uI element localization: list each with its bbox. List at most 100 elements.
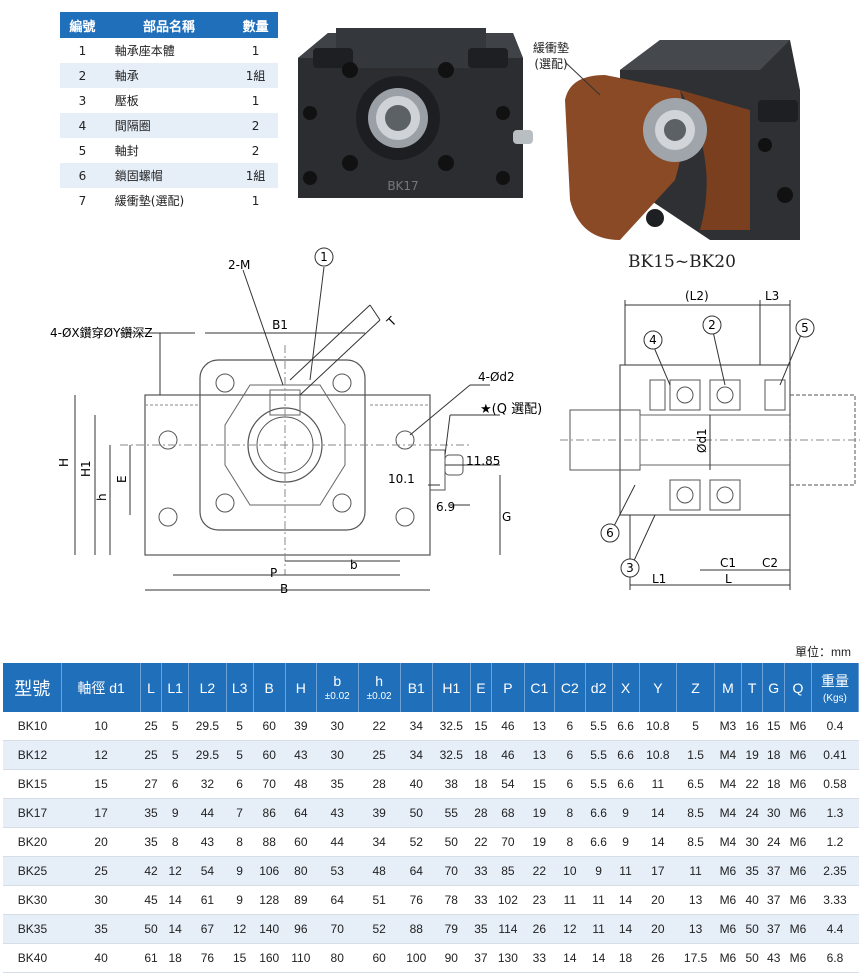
- spec-cell: 50: [432, 827, 471, 857]
- spec-cell: 20: [639, 914, 677, 944]
- spec-cell: 34: [400, 712, 433, 741]
- spec-cell: 1.3: [811, 798, 859, 828]
- spec-cell: 5: [161, 712, 189, 741]
- spec-cell: 12: [161, 856, 189, 886]
- spec-cell: 30: [61, 885, 141, 915]
- spec-cell: 17: [61, 798, 141, 828]
- spec-cell: 8: [226, 827, 254, 857]
- spec-cell: 10.8: [639, 740, 677, 770]
- spec-cell: 5: [226, 712, 254, 741]
- spec-cell: 26: [524, 914, 555, 944]
- spec-cell: 19: [524, 827, 555, 857]
- spec-cell: 25: [358, 740, 401, 770]
- spec-cell: 17.5: [676, 943, 715, 973]
- spec-cell: 4.4: [811, 914, 859, 944]
- spec-cell: 106: [253, 856, 286, 886]
- spec-cell: 16: [741, 712, 763, 741]
- spec-cell: 46: [491, 712, 525, 741]
- spec-cell: 10.8: [639, 712, 677, 741]
- spec-header: M: [714, 663, 742, 712]
- spec-cell: 86: [253, 798, 286, 828]
- spec-cell: 5.5: [585, 769, 613, 799]
- parts-cell-no: 2: [60, 63, 105, 88]
- spec-header-label: b: [333, 673, 342, 689]
- spec-cell: 5: [226, 740, 254, 770]
- spec-header: T: [741, 663, 764, 712]
- label-l: L: [725, 572, 732, 586]
- label-h: h: [95, 493, 109, 501]
- spec-header: L3: [226, 663, 254, 712]
- spec-cell: 10: [554, 856, 586, 886]
- spec-header: Z: [676, 663, 715, 712]
- spec-cell: 160: [253, 943, 286, 973]
- spec-cell: 130: [491, 943, 525, 973]
- spec-cell: 37: [470, 943, 492, 973]
- parts-cell-no: 5: [78, 143, 87, 158]
- spec-cell: 37: [762, 885, 785, 915]
- spec-cell: 35: [140, 798, 162, 828]
- spec-header-label: d2: [590, 679, 607, 696]
- spec-cell: 60: [253, 740, 286, 770]
- spec-cell: M6: [714, 856, 742, 886]
- label-2m: 2-M: [228, 258, 250, 272]
- spec-cell: M6: [714, 914, 742, 944]
- spec-cell: M6: [784, 885, 812, 915]
- model-cell: BK35: [3, 914, 62, 944]
- spec-header-label: 重量: [820, 673, 849, 689]
- spec-cell: 6.8: [811, 943, 859, 973]
- parts-cell-no: 7: [78, 193, 87, 208]
- spec-cell: 110: [285, 943, 317, 973]
- spec-cell: 18: [762, 740, 785, 770]
- spec-cell: 19: [741, 740, 763, 770]
- photo-caption: BK15~BK20: [628, 252, 736, 272]
- spec-cell: 38: [432, 769, 471, 799]
- spec-header: G: [762, 663, 785, 712]
- parts-header-name: 部品名稱: [104, 12, 234, 38]
- spec-cell: 42: [140, 856, 162, 886]
- spec-cell: 11: [676, 856, 715, 886]
- parts-cell-qty: 1: [251, 93, 260, 108]
- parts-cell-no: 1: [78, 43, 87, 58]
- spec-cell: 11: [612, 856, 639, 886]
- spec-header-label: B1: [407, 679, 425, 696]
- spec-header-label: L3: [231, 679, 248, 696]
- parts-cell-name: 緩衝墊(選配): [114, 194, 185, 208]
- spec-cell: 60: [285, 827, 317, 857]
- cushion-label: 緩衝墊 (選配): [533, 40, 569, 72]
- spec-cell: 52: [358, 914, 401, 944]
- spec-cell: 80: [285, 856, 317, 886]
- spec-cell: 50: [741, 914, 763, 944]
- spec-cell: 6.5: [676, 769, 715, 799]
- label-d2: 4-Ød2: [478, 370, 515, 384]
- spec-header-label: X: [620, 679, 631, 696]
- spec-header-label: T: [747, 679, 757, 696]
- dim-11-85: 11.85: [466, 454, 500, 468]
- spec-cell: 50: [741, 943, 763, 973]
- spec-cell: 25: [140, 712, 162, 741]
- label-c1: C1: [720, 556, 736, 570]
- cushion-leader: [564, 61, 601, 96]
- spec-cell: 20: [61, 827, 141, 857]
- spec-cell: 88: [400, 914, 433, 944]
- spec-cell: M4: [714, 827, 742, 857]
- spec-cell: M6: [784, 740, 812, 770]
- spec-cell: 6.6: [585, 798, 613, 828]
- spec-cell: 17: [639, 856, 677, 886]
- parts-cell-name: 間隔圈: [104, 113, 234, 138]
- parts-cell-qty: 1: [251, 43, 260, 58]
- front-view-drawing: 1 2-M 4-ØX鑽穿ØY鑽深Z B1 T 4-Ød2 ★(Q 選配) 11.…: [50, 247, 542, 596]
- spec-cell: 6: [554, 769, 586, 799]
- spec-cell: 12: [226, 914, 254, 944]
- parts-cell-name: 鎖固螺帽: [104, 163, 234, 188]
- spec-cell: 35: [61, 914, 141, 944]
- spec-cell: 6: [554, 712, 586, 741]
- spec-cell: 35: [470, 914, 492, 944]
- spec-cell: 43: [316, 798, 359, 828]
- spec-cell: 48: [285, 769, 317, 799]
- spec-cell: 24: [762, 827, 785, 857]
